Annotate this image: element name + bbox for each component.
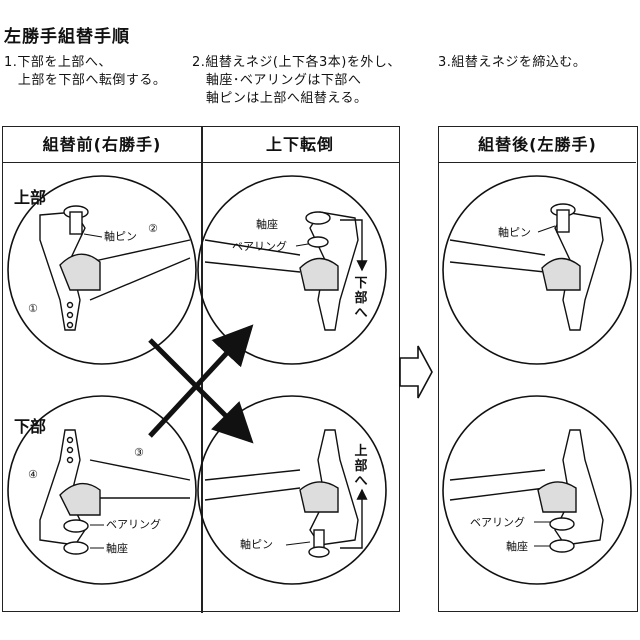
- after-upper-hinge: [449, 203, 604, 331]
- label-shaft-pin-after: 軸ピン: [498, 225, 531, 239]
- callout-1: ①: [28, 302, 38, 315]
- after-panel: 組替後(左勝手): [438, 126, 638, 612]
- next-step-arrow: [399, 345, 433, 399]
- callout-4: ④: [28, 468, 38, 481]
- step-1-text: 1.下部を上部へ、 上部を下部へ転倒する。: [4, 55, 167, 88]
- label-shaft-seat-after: 軸座: [506, 539, 528, 553]
- label-bearing-before: ベアリング: [106, 517, 161, 531]
- after-upper-circle: [442, 175, 632, 365]
- before-upper-circle: [7, 175, 197, 365]
- flip-lower-hinge: [204, 429, 359, 558]
- page-title: 左勝手組替手順: [4, 27, 130, 47]
- panel-header-after: 組替後(左勝手): [439, 127, 636, 163]
- label-shaft-seat-flip: 軸座: [256, 217, 278, 231]
- label-shaft-pin-flip: 軸ピン: [240, 537, 273, 551]
- label-to-upper: 上部へ: [354, 444, 368, 489]
- label-bearing-flip: ベアリング: [232, 239, 287, 253]
- swap-arrows: [148, 324, 254, 444]
- panel-header-flip: 上下転倒: [201, 127, 399, 163]
- label-shaft-pin-before: 軸ピン: [104, 229, 137, 243]
- label-shaft-seat-before: 軸座: [106, 541, 128, 555]
- before-lower-circle: [7, 395, 197, 585]
- callout-3: ③: [134, 446, 144, 459]
- flip-upper-circle: [197, 175, 387, 365]
- label-to-lower: 下部へ: [354, 276, 368, 321]
- panel-divider: [201, 127, 203, 613]
- label-bearing-after: ベアリング: [470, 515, 525, 529]
- callout-2: ②: [148, 222, 158, 235]
- step-2-text: 2.組替えネジ(上下各3本)を外し、 軸座･ベアリングは下部へ 軸ピンは上部へ組…: [192, 55, 401, 106]
- flip-upper-hinge: [204, 211, 359, 331]
- before-upper-hinge: [39, 205, 191, 331]
- step-3-text: 3.組替えネジを締込む。: [438, 55, 587, 70]
- panel-header-before: 組替前(右勝手): [3, 127, 201, 163]
- after-lower-circle: [442, 395, 632, 585]
- after-lower-hinge: [449, 429, 604, 553]
- label-upper: 上部: [14, 188, 46, 207]
- flip-lower-circle: [197, 395, 387, 585]
- label-lower: 下部: [14, 417, 46, 436]
- before-lower-hinge: [39, 429, 191, 555]
